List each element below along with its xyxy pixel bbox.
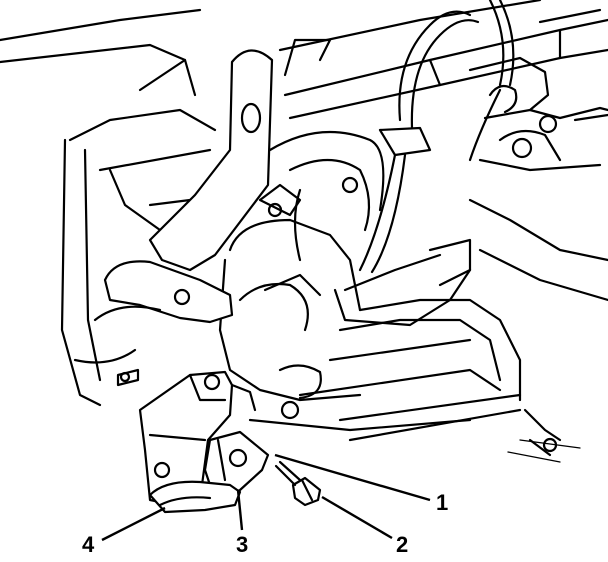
callout-2: 2	[396, 532, 408, 557]
mount-insulator	[148, 430, 270, 514]
transmission-housing	[218, 130, 581, 463]
mount-bracket	[138, 370, 257, 507]
callout-1: 1	[436, 490, 448, 515]
mount-arm	[93, 260, 234, 387]
callout-leader-lines	[101, 453, 431, 542]
vehicle-frame-background	[0, 0, 608, 407]
mount-bolt	[274, 460, 322, 507]
callout-3: 3	[236, 532, 248, 557]
callout-4: 4	[82, 532, 95, 557]
engine-lift-bracket	[148, 38, 332, 272]
